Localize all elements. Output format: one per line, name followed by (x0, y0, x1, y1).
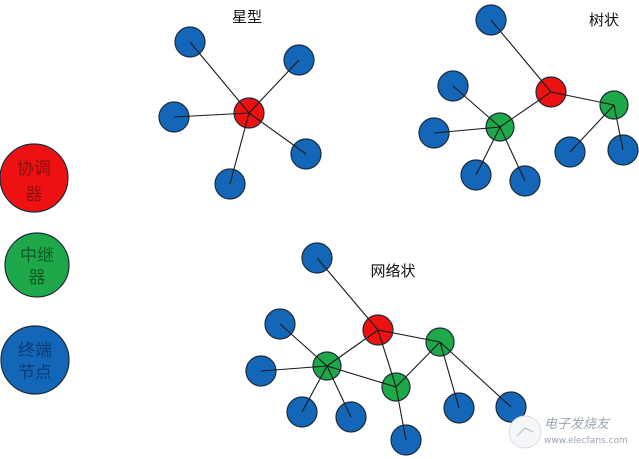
legend-label-line1: 中继 (20, 246, 54, 266)
edge-stub (439, 341, 445, 356)
edge-r3-e8 (439, 341, 512, 408)
legend-label-line1: 终端 (18, 341, 52, 361)
edge-stub (490, 19, 502, 32)
legend-item-coordinator: 协调器 (0, 143, 69, 213)
edge-stub (439, 341, 451, 352)
edge-c-e1 (316, 257, 379, 331)
edge-stub (288, 59, 300, 72)
edge-stub (229, 169, 235, 185)
edge-stub (499, 396, 512, 408)
watermark-logo-stroke-icon (516, 427, 534, 437)
edge-stub (475, 161, 484, 176)
edge-stub (429, 341, 441, 353)
edge-stub (613, 104, 618, 119)
edge-stub (367, 318, 379, 331)
edge-stub (248, 101, 260, 114)
coordinator-legend-circle (0, 143, 69, 213)
edge-stub (377, 329, 384, 345)
edge-stub (319, 365, 328, 379)
watermark-brand: 电子发烧友 (544, 417, 611, 432)
legend-item-router: 中继器 (4, 232, 70, 298)
edge-stub (326, 365, 341, 371)
router-legend-circle (4, 232, 70, 298)
edge-stub (391, 373, 397, 388)
edge-stub (301, 398, 310, 413)
end_device-legend-circle (0, 325, 70, 395)
edge-stub (173, 115, 190, 118)
edge-stub (493, 126, 501, 140)
edge-c-e1 (490, 19, 552, 93)
legend-label-line2: 器 (29, 268, 46, 288)
edge-stub (316, 356, 328, 367)
watermark-logo-icon (508, 415, 542, 449)
edge-stub (238, 101, 250, 114)
watermark: 电子发烧友 www.elecfans.com (508, 415, 628, 449)
legend-label-line1: 协调 (17, 159, 51, 179)
edge-stub (540, 80, 552, 93)
edge-stub (499, 126, 507, 140)
edge-stub (489, 117, 501, 128)
edge-stub (233, 112, 250, 115)
edge-stub (395, 376, 407, 388)
topology-tree: 树状 (418, 4, 639, 197)
edge-stub (365, 329, 379, 340)
edge-stub (604, 104, 615, 116)
edge-stub (426, 338, 441, 343)
edge-stub (600, 101, 615, 106)
edge-stub (312, 365, 328, 368)
edge-stub (326, 365, 334, 379)
topology-mesh: 网络状 (245, 242, 527, 456)
edge-stub (344, 403, 352, 418)
topology-title-tree: 树状 (589, 11, 619, 29)
edge-stub (260, 369, 276, 372)
edge-stub (550, 91, 566, 96)
edge-stub (433, 131, 449, 134)
edge-stub (382, 382, 397, 388)
legend-label-line2: 器 (26, 185, 43, 205)
topology-star: 星型 (158, 8, 322, 200)
edge-stub (395, 386, 400, 401)
edge-stub (452, 85, 465, 97)
legend-label-line2: 节点 (18, 363, 52, 383)
edge-stub (538, 91, 552, 101)
edge-stub (518, 167, 526, 182)
edge-stub (248, 112, 262, 123)
edge-stub (293, 144, 307, 155)
edge-stub (189, 41, 201, 54)
edge-stub (619, 135, 624, 151)
edge-stub (402, 425, 407, 441)
edge-stub (279, 323, 292, 335)
watermark-url: www.elecfans.com (544, 436, 628, 446)
edge-stub (486, 126, 501, 129)
edge-stub (316, 257, 328, 270)
edge-stub (326, 357, 339, 367)
edge-stub (244, 112, 250, 128)
edge-stub (499, 118, 512, 128)
edge-stub (377, 329, 393, 334)
topology-title-mesh: 网络状 (370, 262, 415, 280)
edge-stub (454, 393, 460, 409)
topology-title-star: 星型 (232, 8, 262, 26)
edge-stub (569, 140, 581, 153)
